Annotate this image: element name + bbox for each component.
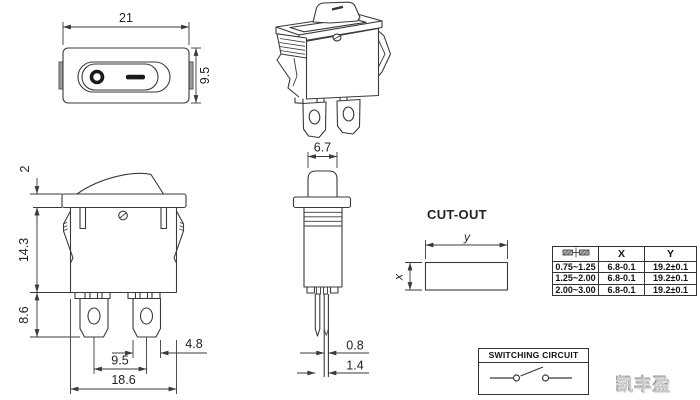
watermark-logo: 凯丰盈 [616,375,672,395]
o-marking-icon [89,69,105,85]
top-view: 21 9.5 [58,11,212,104]
x-cell: 6.8-0.1 [598,283,645,296]
cutout-y-label: y [463,230,471,244]
dash-marking-icon [126,74,145,80]
table-row: 2.00~3.00 6.8-0.1 19.2±0.1 [552,283,697,296]
panel-thickness-icon-cell [552,246,599,262]
terminal-width-label: 4.8 [185,337,202,351]
terminal-hole [87,307,101,325]
guide-pin-right [160,206,168,230]
right-clip-3d [378,30,392,77]
panel-thickness-table: X Y 0.75~1.25 6.8-0.1 19.2±0.1 1.25~2.00… [552,246,697,296]
switching-circuit-title: SWITCHING CIRCUIT [479,349,588,363]
y-cell: 19.2±0.1 [644,272,697,285]
flange-front [61,193,187,209]
body-side [303,225,343,288]
flange-side [292,196,352,209]
rocker-button-top [81,63,159,91]
pin-thickness-label: 0.8 [346,339,363,353]
terminal-right [132,297,162,338]
rocker-arc [76,172,165,195]
y-cell: 19.2±0.1 [644,260,697,273]
x-cell: 6.8-0.1 [598,272,645,285]
foot-left [306,286,316,294]
pin-left [314,293,321,337]
rocker-slot-mark [331,5,344,11]
foot-right [329,286,339,294]
top-height-label: 9.5 [198,67,212,84]
y-cell: 19.2±0.1 [644,283,697,296]
guide-pin-left [79,206,87,230]
thickness-cell: 2.00~3.00 [552,283,599,296]
switching-circuit-box: SWITCHING CIRCUIT [478,348,589,395]
side-view: 6.7 0.8 1.4 [292,141,369,377]
perspective-view [275,1,392,139]
left-clip-3d [276,53,300,98]
rocker-width-label: 6.7 [314,141,331,155]
thickness-cell: 0.75~1.25 [552,260,599,273]
x-cell: 6.8-0.1 [598,260,645,273]
thickness-cell: 1.25~2.00 [552,272,599,285]
terminal-hole [308,109,321,125]
cutout-x-label: x [392,273,406,281]
terminal-hole [342,106,355,122]
pin-right [323,294,329,377]
table-header-row: X Y [552,246,697,262]
cutout-view: CUT-OUT y x [392,207,509,291]
table-row: 1.25~2.00 6.8-0.1 19.2±0.1 [552,272,697,285]
top-width-label: 21 [119,11,133,25]
col-header-x: X [598,246,645,262]
terminal-height-label: 8.6 [17,306,31,323]
table-row: 0.75~1.25 6.8-0.1 19.2±0.1 [552,260,697,273]
mount-clip-right [173,210,185,264]
body-width-label: 18.6 [111,373,135,387]
mount-clip-left [62,210,74,264]
rocker-dome [307,170,338,197]
terminal-left [79,297,109,338]
pin-span-label: 1.4 [346,359,363,373]
body-height-label: 14.3 [17,238,31,262]
col-header-y: Y [644,246,697,262]
body-front-face [305,27,380,100]
rocker-3d [312,1,361,24]
cutout-title: CUT-OUT [427,207,487,222]
pitch-label: 9.5 [111,354,128,368]
terminal-hole [139,307,154,325]
left-rib-block [276,33,308,59]
cutout-rect [424,261,509,291]
dimension-9-5 [191,47,201,104]
flange-thickness-label: 2 [18,165,32,172]
panel-thickness-icon [562,247,589,258]
switch-symbol [490,366,572,382]
bottom-teeth [74,292,161,300]
front-view: 2 14.3 8.6 4.8 9.5 18.6 [17,165,207,394]
dimension-21 [62,22,190,45]
